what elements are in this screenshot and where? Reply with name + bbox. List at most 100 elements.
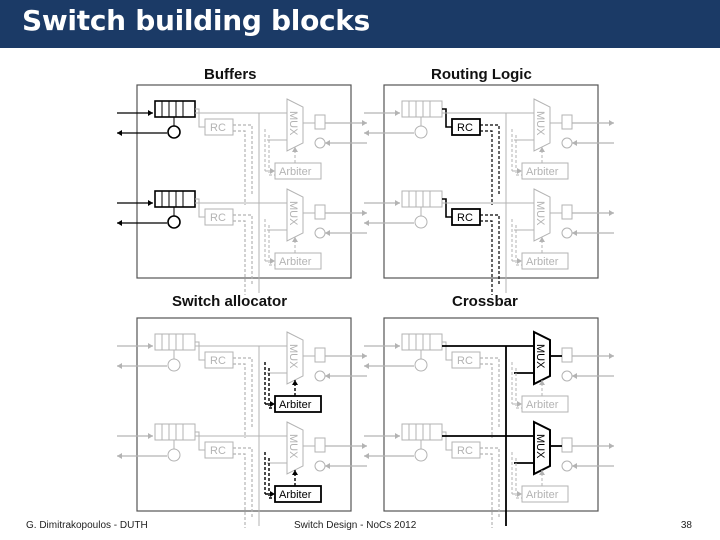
arrow-head [148,343,153,349]
rc-request-wire [233,453,246,528]
arbiter-request-wire [515,458,522,499]
mux-label: MUX [534,434,546,459]
rc-label: RC [457,445,473,457]
buffer-fifo [401,100,443,118]
arbiter-request-wire [268,458,275,499]
output-credit [314,370,326,382]
slide-title: Switch building blocks [22,4,370,37]
buffer-fifo [154,190,196,208]
credit-counter [167,448,181,462]
buffer-fifo [154,333,196,351]
mux-label: MUX [287,201,299,226]
arrow-head [362,353,367,359]
rc-input-wire [195,431,205,451]
output-register [314,204,326,220]
rc-request-wire [480,357,500,428]
arrow-head [117,453,122,459]
arbiter-request-wire [515,225,522,266]
arrow-head [572,463,577,469]
rc-label: RC [457,355,473,367]
mux-label: MUX [287,344,299,369]
credit-counter [167,125,181,139]
output-register [561,204,573,220]
rc-input-wire [195,341,205,361]
arrow-head [270,168,275,174]
arrow-head [572,140,577,146]
arrow-head [364,130,369,136]
arbiter-label: Arbiter [526,399,559,411]
arrow-head [609,353,614,359]
arrow-head [270,491,275,497]
output-credit [314,227,326,239]
output-register [314,114,326,130]
credit-counter [414,358,428,372]
mux-label: MUX [534,111,546,136]
buffer-fifo [401,423,443,441]
arrow-head [609,120,614,126]
rc-request-wire [480,363,493,438]
arrow-head [395,110,400,116]
rc-request-wire [233,447,253,518]
arrow-head [325,463,330,469]
mux-shape [533,330,551,386]
arrow-head [362,443,367,449]
arrow-head [117,363,122,369]
arrow-head [270,258,275,264]
arrow-head [517,168,522,174]
rc-request-wire [233,357,253,428]
rc-request-wire [480,214,500,285]
credit-counter [167,215,181,229]
panel-title: Routing Logic [431,66,532,83]
rc-label: RC [210,355,226,367]
mux-shape [286,188,304,242]
arrow-head [364,363,369,369]
credit-counter [414,125,428,139]
output-credit [561,370,573,382]
arrow-head [325,373,330,379]
arrow-head [117,130,122,136]
rc-input-wire [442,431,452,451]
mux-label: MUX [287,111,299,136]
arbiter-label: Arbiter [279,399,312,411]
arrow-head [572,230,577,236]
arrow-head [539,237,545,242]
arbiter-label: Arbiter [526,256,559,268]
arbiter-request-wire [515,135,522,176]
arrow-head [292,380,298,385]
arrow-head [148,110,153,116]
rc-label: RC [210,445,226,457]
mux-shape [533,188,551,242]
buffer-fifo [154,423,196,441]
arrow-head [364,220,369,226]
rc-input-wire [442,198,452,218]
port-row: RC MUX Arbiter [364,330,614,438]
arrow-head [325,140,330,146]
arrow-head [539,470,545,475]
output-register [314,347,326,363]
buffer-fifo [401,190,443,208]
arrow-head [517,401,522,407]
mux-shape [286,98,304,152]
output-register [314,437,326,453]
rc-label: RC [210,212,226,224]
rc-label: RC [210,122,226,134]
arrow-head [539,380,545,385]
arrow-head [572,373,577,379]
output-credit [314,137,326,149]
rc-label: RC [457,212,473,224]
arrow-head [517,258,522,264]
mux-shape [286,421,304,475]
output-register [561,114,573,130]
mux-label: MUX [287,434,299,459]
arrow-head [117,220,122,226]
mux-label: MUX [534,344,546,369]
arbiter-request-wire [268,135,275,176]
rc-input-wire [195,198,205,218]
rc-request-wire [480,220,493,295]
credit-counter [167,358,181,372]
